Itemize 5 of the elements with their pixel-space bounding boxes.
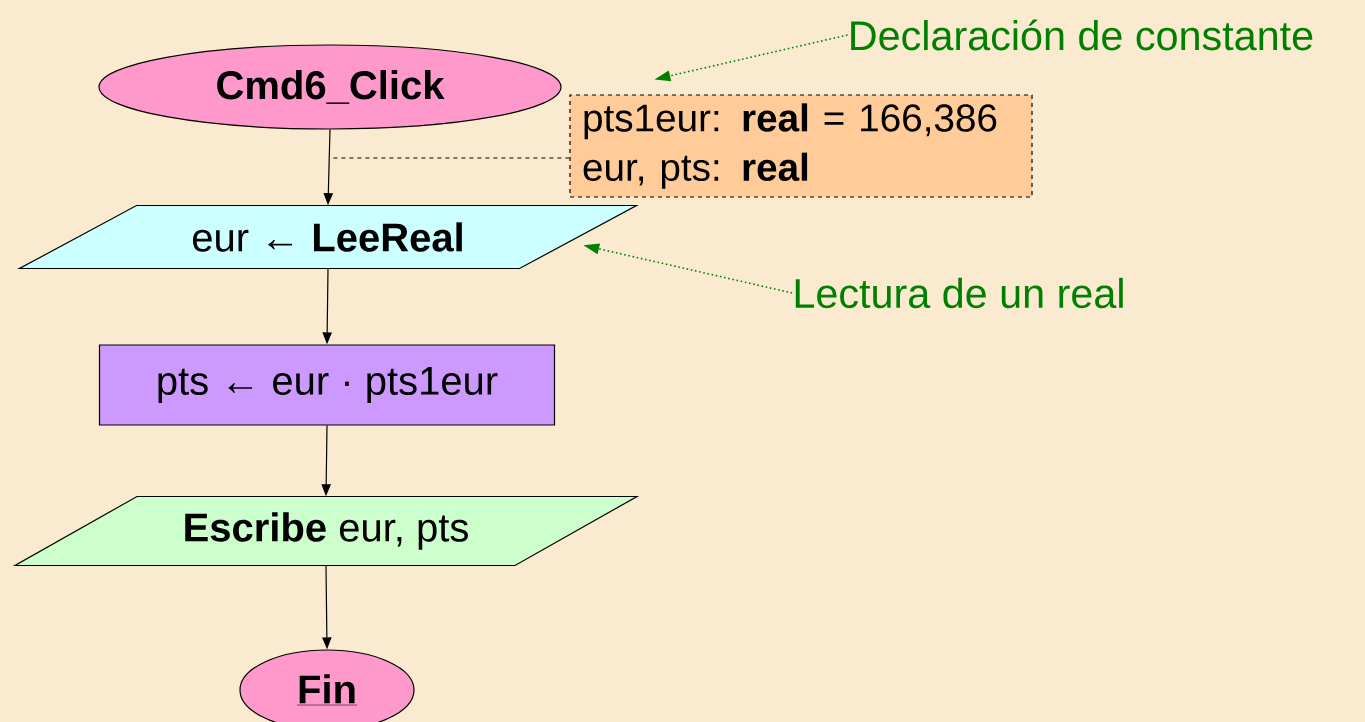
annotation-text: Declaración de constante xyxy=(851,19,1313,51)
process-box: pts ← eur · pts1eur xyxy=(98,344,556,426)
annotation-text: Lectura de un real xyxy=(795,277,1123,309)
declaration-box: pts1eur: real = 166,386 eur, pts: real xyxy=(569,94,1033,198)
connector-line xyxy=(331,157,570,159)
